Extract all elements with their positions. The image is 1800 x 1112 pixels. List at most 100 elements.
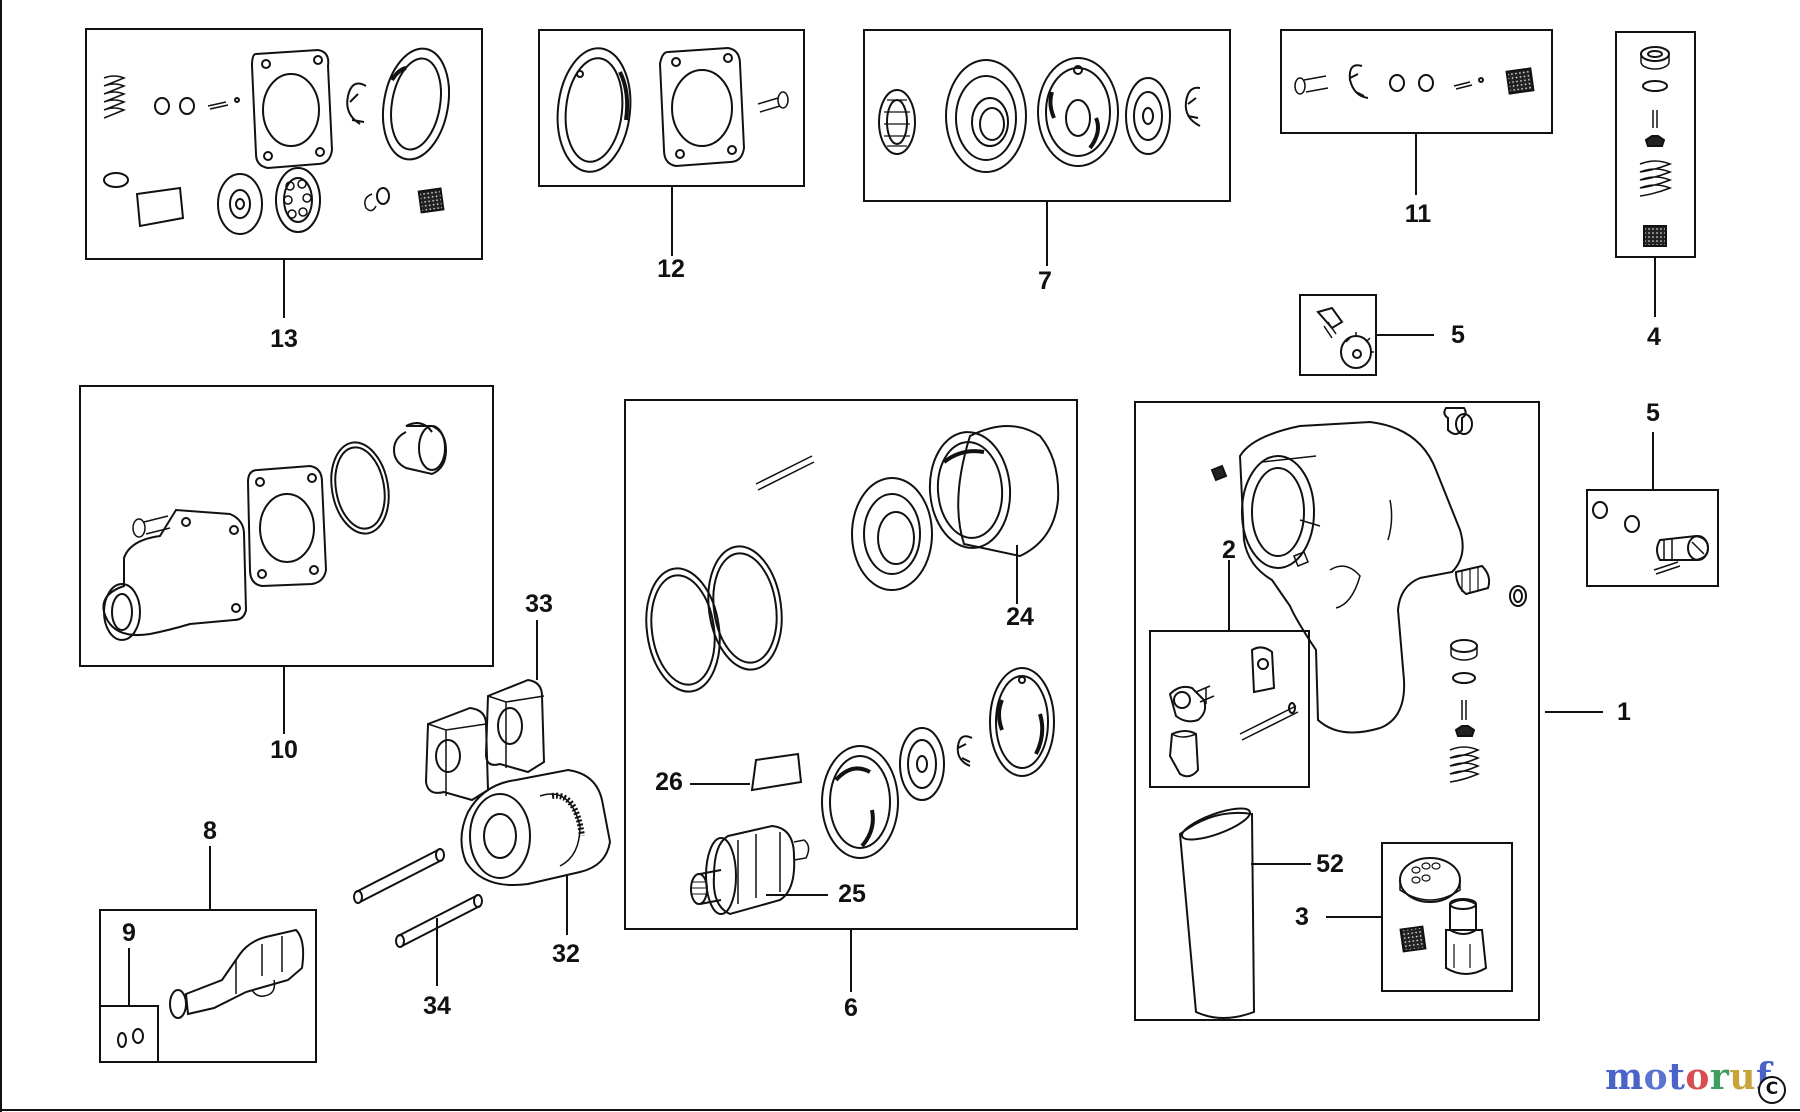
kit-11-group <box>1280 29 1553 195</box>
o-ring-icon <box>1624 515 1640 533</box>
screw-icon <box>1294 75 1329 95</box>
o-ring-icon <box>132 1028 144 1044</box>
kit-1-group <box>1134 401 1603 1021</box>
retaining-clip-icon <box>1348 64 1369 99</box>
o-ring-icon <box>179 97 195 115</box>
callout-8: 8 <box>203 817 217 845</box>
washer-icon <box>899 727 945 801</box>
callout-34: 34 <box>423 992 451 1020</box>
kit-5-lower-group <box>1586 432 1719 587</box>
pin-icon <box>1653 561 1681 575</box>
bushing-icon <box>392 422 448 476</box>
kit-6-group <box>624 399 1078 992</box>
kit-10-group <box>79 385 494 734</box>
bearing-plate-icon <box>851 477 933 591</box>
bearing-plate-icon <box>217 173 263 235</box>
kit-5-upper-group <box>1299 294 1434 376</box>
callout-12: 12 <box>657 255 685 283</box>
kit-13-group <box>85 28 483 318</box>
kit-8-frame <box>99 909 317 1063</box>
rotor-shaft-icon <box>699 869 722 905</box>
washer-icon <box>1125 77 1171 155</box>
pin-icon <box>1461 700 1467 720</box>
hammer-parts-group <box>353 620 612 986</box>
o-ring-icon <box>376 187 390 205</box>
air-inlet-bushing-icon <box>1454 564 1491 596</box>
watermark-letter: o <box>1685 1056 1710 1098</box>
grease-pack-icon <box>417 187 445 214</box>
screw-icon <box>132 515 171 538</box>
plug-icon <box>1443 407 1467 435</box>
gasket-inner <box>390 57 442 151</box>
handle-sleeve-icon <box>1178 811 1256 1019</box>
kit-4-group <box>1615 31 1696 317</box>
kit-5-upper-frame <box>1299 294 1377 376</box>
end-plate-icon <box>989 667 1055 777</box>
gasket-icon <box>556 47 632 173</box>
callout-13: 13 <box>270 325 298 353</box>
callout-52: 52 <box>1316 850 1344 878</box>
spring-icon <box>1449 746 1480 783</box>
end-plate-hole <box>262 73 320 147</box>
o-ring-icon <box>1509 585 1527 607</box>
callout-6: 6 <box>844 994 858 1022</box>
o-ring-icon <box>330 441 390 535</box>
valve-icon <box>1454 725 1476 737</box>
copyright-icon: C <box>1758 1076 1786 1104</box>
kit-3-group <box>1326 842 1513 992</box>
rotor-icon <box>712 824 796 916</box>
callout-33: 33 <box>525 590 553 618</box>
o-ring-icon <box>1452 672 1476 684</box>
exhaust-deflector-icon <box>1449 899 1477 935</box>
grease-pack-icon <box>1399 925 1427 953</box>
hammer-cage-icon <box>460 768 612 886</box>
callout-11: 11 <box>1405 200 1432 228</box>
end-plate-icon <box>658 46 746 168</box>
pin-icon <box>397 895 481 947</box>
o-ring-icon <box>1418 74 1434 92</box>
retaining-clip-icon <box>346 82 367 125</box>
callout-5-upper: 5 <box>1451 321 1465 349</box>
callout-7: 7 <box>1038 267 1052 295</box>
valve-seat-icon <box>1640 46 1670 62</box>
gasket-icon <box>707 545 783 671</box>
pin-icon <box>355 849 443 903</box>
callout-26: 26 <box>655 768 683 796</box>
callout-1: 1 <box>1617 698 1631 726</box>
retaining-clip-icon <box>956 735 973 767</box>
hammer-dog-icon <box>424 706 490 802</box>
pin-icon <box>1453 81 1473 90</box>
gasket-icon <box>382 47 450 161</box>
watermark-letter: m <box>1605 1056 1644 1098</box>
screw-icon <box>757 91 789 113</box>
valve-seat-icon <box>1450 639 1478 653</box>
callout-9: 9 <box>122 919 136 947</box>
grease-pack-icon <box>1505 67 1535 95</box>
cylinder-icon <box>957 425 1060 558</box>
kit-7-group <box>863 29 1231 266</box>
bearing-plate-icon <box>945 59 1027 173</box>
callout-32: 32 <box>552 940 580 968</box>
callout-2: 2 <box>1222 536 1236 564</box>
trigger-icon <box>1168 730 1200 778</box>
gasket-icon <box>246 464 328 588</box>
ball-icon <box>234 97 240 103</box>
callout-24: 24 <box>1006 603 1034 631</box>
vane-blade-icon <box>750 752 803 792</box>
kit-1-frame <box>1134 401 1540 1021</box>
pin-icon <box>755 455 815 491</box>
callout-10: 10 <box>270 736 298 764</box>
hammer-dog-icon <box>484 678 546 774</box>
retaining-clip-icon <box>1184 86 1201 127</box>
end-plate-icon <box>250 48 334 170</box>
ball-icon <box>1478 77 1484 83</box>
callout-5-lower: 5 <box>1646 399 1660 427</box>
kit-12-group <box>538 29 805 256</box>
vane-blade-icon <box>135 186 185 228</box>
kit-10-frame <box>79 385 494 667</box>
end-plate-icon <box>821 745 899 859</box>
snap-ring-icon <box>364 193 377 212</box>
watermark-letter: o <box>1643 1056 1669 1098</box>
pin-icon <box>1239 705 1299 741</box>
